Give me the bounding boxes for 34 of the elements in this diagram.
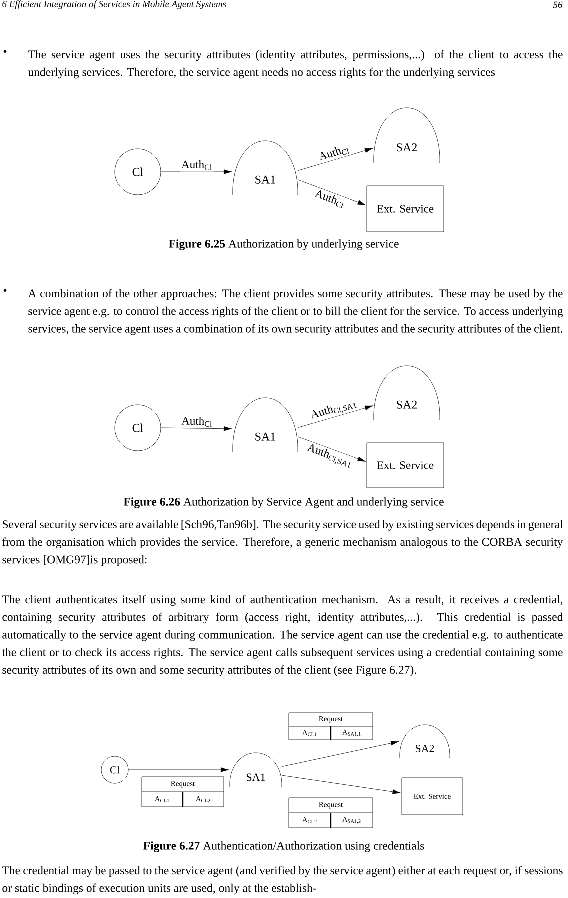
arrow xyxy=(298,406,374,428)
paragraph: The client authenticates itself using some kind of authentication mechanism. As a result, it receives a credential, containing security attributes of arbitrary form (access right, identity attributes,...). This credential is passed automatically to the service agent during communication. The service agent can use the credential e.g. to authenticate the client or to check its access rights. The service agent calls subsequent services using a credential containing some security attributes of its own and some security attributes of the client (see Figure 6.27). xyxy=(2,595,564,676)
figure-caption: Figure 6.27 Authentication/Authorization using credentials xyxy=(144,842,424,852)
figure-caption: Figure 6.25 Authorization by underlying service xyxy=(168,240,399,250)
arrow xyxy=(298,436,366,462)
edge-label: Auth$_{Cl}$ xyxy=(180,158,214,172)
paragraph: Several security services are available [Sch96,Tan96b]. The security service used by existing services depends in general from the organisation which provides the service. Therefore, a generic mechanism analogous to the CORBA security services [OMG97]is proposed: xyxy=(2,520,564,566)
agent-arch: SA2 xyxy=(374,366,440,420)
service-box: Ext. Service xyxy=(366,442,444,488)
paragraph: The credential may be passed to the service agent (and verified by the service agent) either at each request or, if sessions or static bindings of execution units are used, only at the establish- xyxy=(2,866,563,895)
arrow xyxy=(298,180,366,206)
edge-label: Auth$_{Cl}$ xyxy=(316,142,352,164)
agent-arch: SA2 xyxy=(400,724,450,758)
agent-arch: SA1 xyxy=(232,398,298,452)
arrow xyxy=(282,775,401,794)
edge-label: Auth$_{Cl}$ xyxy=(180,415,214,429)
edge-label: Auth$_{Cl}$ xyxy=(312,186,348,211)
agent-arch: SA1 xyxy=(230,752,282,788)
running-header: 6 Efficient Integration of Services in Mobile Agent Systems xyxy=(2,0,226,10)
arrow xyxy=(161,426,232,432)
agent-arch: SA1 xyxy=(232,140,298,196)
arrow xyxy=(298,148,374,172)
arrow xyxy=(161,170,232,174)
paragraph: The service agent uses the security attributes (identity attributes, permissions,...) of the client to access the underlying services. Therefore, the service agent needs no access rights for the underlying services xyxy=(28,50,563,79)
service-box: Ext. Service xyxy=(366,186,444,232)
edge-label: Auth$_{Cl,SA1}$ xyxy=(304,440,356,472)
arrow xyxy=(282,741,400,767)
bullet: • xyxy=(4,50,7,54)
bullet: • xyxy=(4,289,7,292)
arrow xyxy=(128,768,230,772)
agent-arch: SA2 xyxy=(374,108,440,164)
page-number: 56 xyxy=(553,2,563,8)
edge-label: Auth$_{Cl,SA1}$ xyxy=(308,396,360,424)
paragraph: A combination of the other approaches: The client provides some security attributes. These may be used by the service agent e.g. to control the access rights of the client or to bill the client for the service. To access underlying services, the service agent uses a combination of its own security attributes and the security attributes of the client. xyxy=(28,289,564,336)
